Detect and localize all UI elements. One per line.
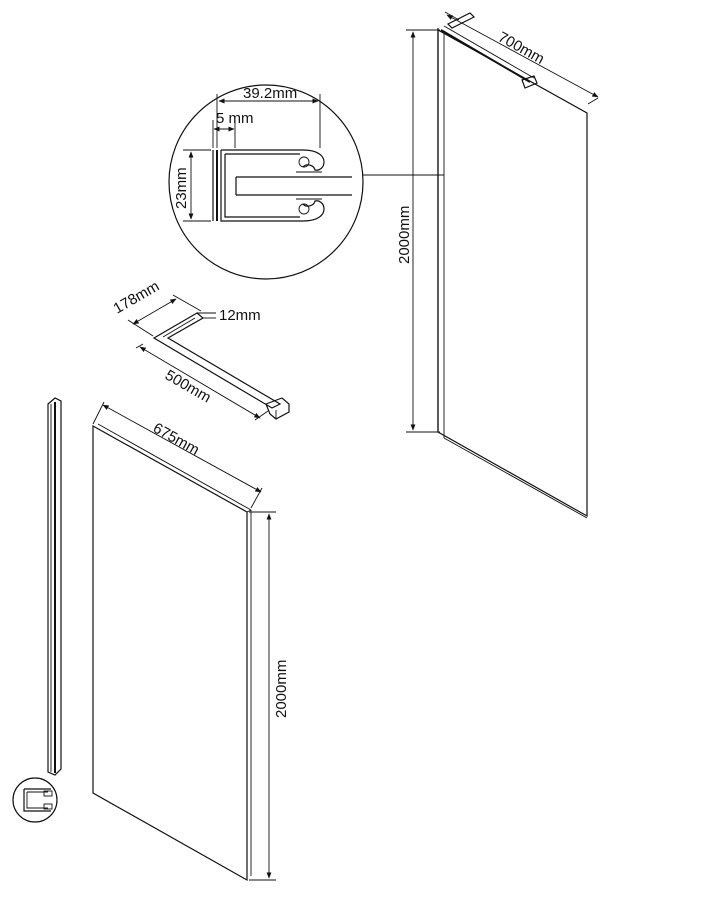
profile-slot-dimension: 5 mm xyxy=(212,110,254,148)
dim-label-675mm: 675mm xyxy=(150,420,202,459)
profile-detail-callout: 39.2mm 5 mm 23mm xyxy=(168,84,444,280)
right-width-dimension: 700mm xyxy=(444,11,599,105)
profile-cross-section xyxy=(212,149,352,222)
support-arm-component: 178mm 12mm 500mm xyxy=(111,278,290,421)
dim-label-2000mm-right: 2000mm xyxy=(396,206,413,264)
arm-length-dimension: 500mm xyxy=(135,343,269,421)
dim-label-500mm: 500mm xyxy=(162,367,214,407)
left-width-dimension: 675mm xyxy=(92,401,263,509)
right-height-dimension: 2000mm xyxy=(396,29,440,433)
left-glass-panel xyxy=(92,423,252,882)
arm-thickness-dimension: 12mm xyxy=(197,307,261,324)
wall-profile-section-icon xyxy=(12,777,58,823)
dim-label-12mm: 12mm xyxy=(219,307,261,324)
dim-label-5mm: 5 mm xyxy=(216,110,254,127)
profile-width-dimension: 39.2mm xyxy=(216,85,321,148)
dim-label-39-2mm: 39.2mm xyxy=(243,85,297,102)
left-height-dimension: 2000mm xyxy=(249,511,290,881)
dim-label-2000mm-left: 2000mm xyxy=(273,660,290,718)
dim-label-700mm: 700mm xyxy=(495,29,547,68)
right-glass-panel xyxy=(437,28,588,519)
profile-height-dimension: 23mm xyxy=(173,149,211,222)
wall-profile-channel xyxy=(47,397,62,776)
dim-label-23mm: 23mm xyxy=(173,167,190,209)
